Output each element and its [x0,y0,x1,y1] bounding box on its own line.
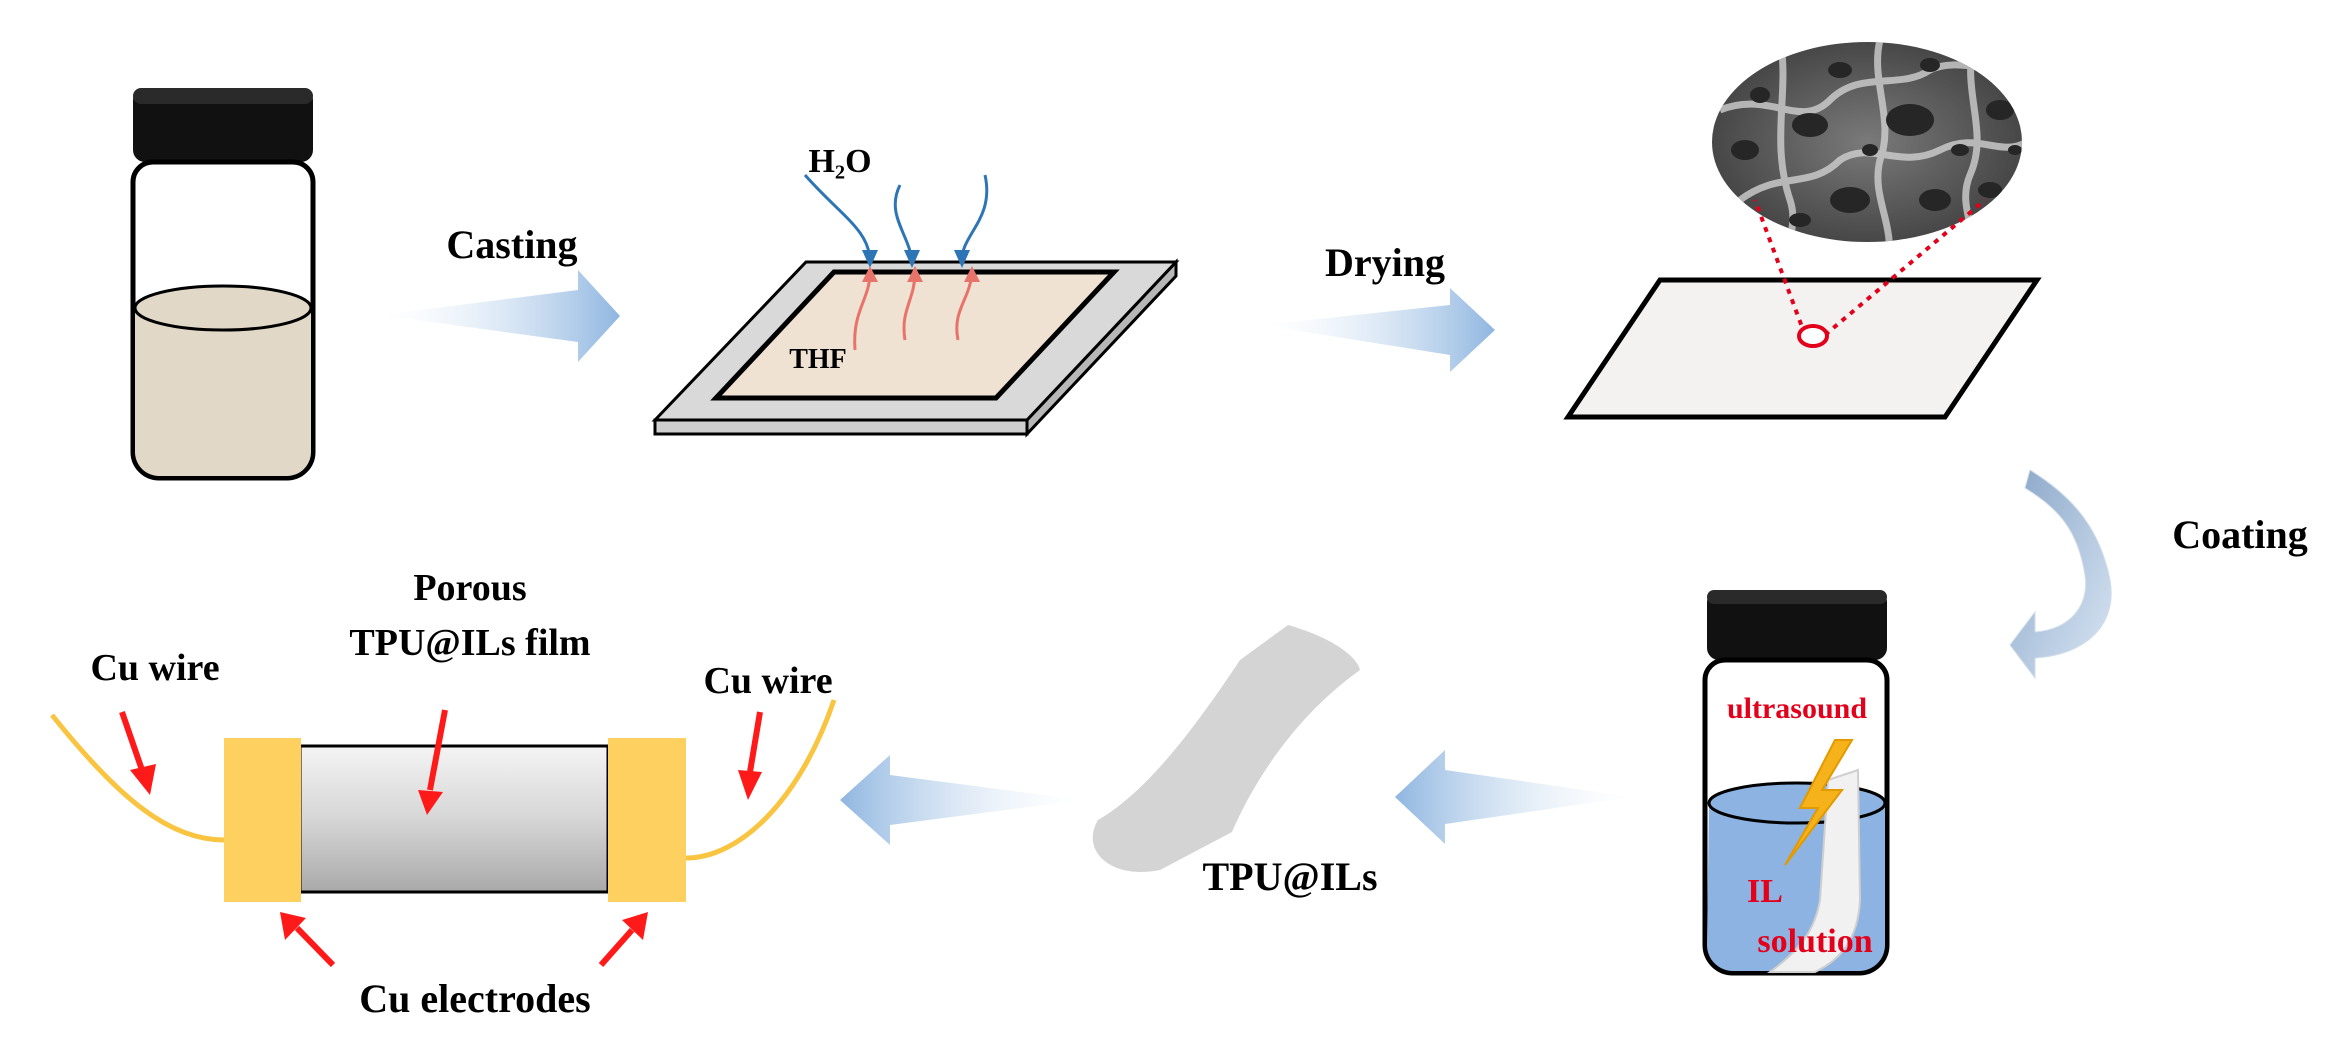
immersed-film [1766,768,1862,973]
pointer-arrows [119,709,763,968]
coating-label: Coating [2172,512,2308,557]
pointer-cu-electrode-left [294,925,336,968]
ultrasound-label: ultrasound [1727,692,1867,725]
lightning-icon [1784,739,1854,866]
porous-film [298,744,610,894]
casting-arrow [380,270,620,362]
cu-electrodes-label: Cu electrodes [359,976,590,1021]
porous-label: Porous [413,567,526,609]
coating-arrow [2009,469,2112,680]
h2o-label: H₂O [808,143,871,180]
zoom-indicator [1753,198,1987,337]
sensor-device [50,699,837,902]
tpu-ils-label: TPU@ILs [1202,854,1377,899]
transfer-arrow-2 [840,755,1082,845]
dried-film [1563,277,2042,420]
thf-arrows [853,266,980,351]
transfer-arrow-1 [1395,750,1632,844]
vial-1-cap [133,88,313,162]
cu-wire-right [685,699,837,861]
casting-label: Casting [446,222,577,267]
pointer-cu-wire-right [747,711,763,773]
cu-electrode-left [224,738,301,902]
thf-label: THF [789,344,847,375]
drying-label: Drying [1325,240,1445,285]
sem-image [1712,42,2022,242]
pointer-cu-electrode-right [598,928,635,967]
solution-label: solution [1757,923,1872,960]
pointer-cu-wire-left [119,711,145,771]
tpu-ils-strip [1092,625,1360,872]
water-arrows [803,174,989,268]
drying-arrow [1262,288,1495,372]
vial-1 [130,88,316,481]
cu-wire-right-label: Cu wire [703,660,832,702]
casting-plate [651,258,1180,438]
vial-2 [1702,590,1890,976]
thf-film [710,269,1120,401]
vial-1-liquid [135,305,311,476]
film-label: TPU@ILs film [349,622,590,664]
pointer-porous-film [427,709,448,791]
zoom-circle [1797,324,1829,348]
cu-wire-left [50,713,225,843]
il-label: IL [1747,873,1783,910]
vial-2-cap [1707,590,1887,660]
cu-electrode-right [608,738,686,902]
cu-wire-left-label: Cu wire [90,647,219,689]
